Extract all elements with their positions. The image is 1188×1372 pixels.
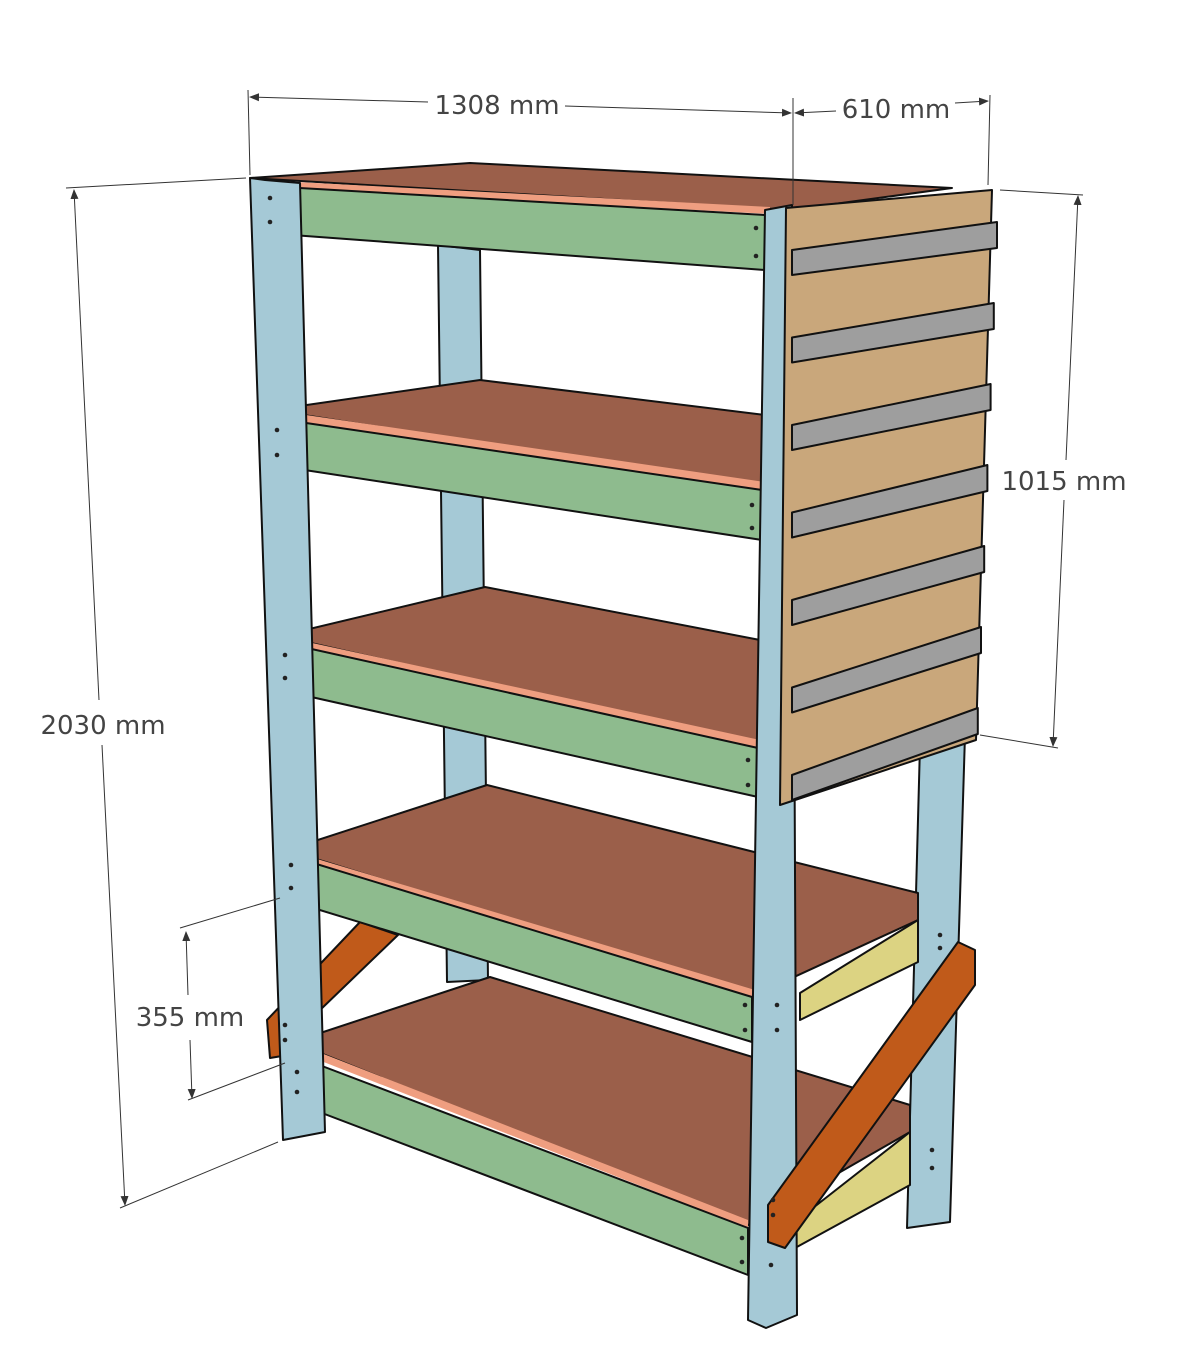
screws [267,195,943,1268]
shelf-4-edge [287,850,755,998]
screw-icon [742,1002,748,1008]
screw-icon [749,502,755,508]
screw-icon [282,652,288,658]
screw-icon [739,1235,745,1241]
screw-icon [274,452,280,458]
right-brace [767,941,976,1249]
depth-label: 610 mm [842,95,951,125]
side-panel-dimension: 1015 mm [979,189,1127,749]
depth-dimension: 610 mm [794,94,991,186]
screw-icon [274,427,280,433]
side-panel-rail [791,707,979,801]
screw-icon [929,1165,935,1171]
front-left-leg [249,177,326,1141]
shelf-1-edge [258,180,770,214]
screw-icon [753,253,759,259]
width-label: 1308 mm [434,91,559,121]
shelf-spacing-dimension: 355 mm [136,897,286,1101]
screw-icon [294,1089,300,1095]
shelf-5-edge [293,1042,748,1228]
screw-icon [770,1212,776,1218]
screw-icon [770,1197,776,1203]
screw-icon [267,195,273,201]
side-panel-label: 1015 mm [1001,467,1126,497]
screw-icon [745,782,751,788]
screw-icon [294,1069,300,1075]
screw-icon [282,1037,288,1043]
screw-icon [774,1027,780,1033]
screw-icon [288,862,294,868]
screw-icon [745,757,751,763]
width-dimension: 1308 mm [247,89,794,205]
side-panel-rail [791,221,998,276]
screw-icon [937,945,943,951]
screw-icon [288,885,294,891]
screw-icon [937,932,943,938]
screw-icon [929,1147,935,1153]
shelf-2-edge [272,410,765,490]
screw-icon [267,219,273,225]
side-panel-rail [791,464,989,539]
screw-icon [739,1259,745,1265]
screw-icon [753,225,759,231]
side-panel-rail [791,626,982,714]
screw-icon [774,1002,780,1008]
screw-icon [768,1262,774,1268]
side-panel-rail [791,545,986,626]
height-dimension: 2030 mm [40,177,279,1209]
side-panel-rail [791,302,995,364]
shelf-spacing-label: 355 mm [136,1003,245,1033]
screw-icon [749,525,755,531]
screw-icon [742,1027,748,1033]
side-panel-rails [791,221,998,801]
shelf-4-side-rail [799,919,919,1021]
screw-icon [282,675,288,681]
shelf-3-edge [280,636,760,748]
screw-icon [282,1022,288,1028]
side-panel-rail [791,383,992,451]
height-label: 2030 mm [40,711,165,741]
